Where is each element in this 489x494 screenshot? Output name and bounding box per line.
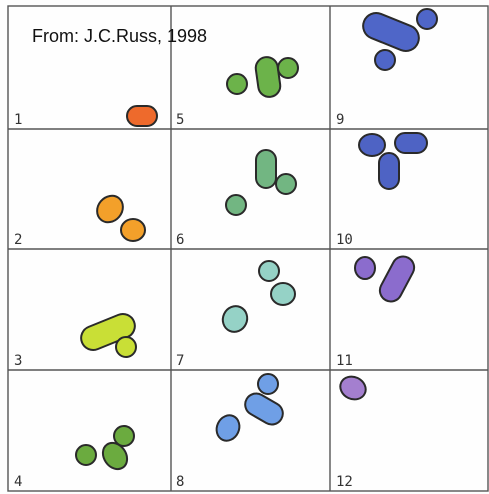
frame-label-1: 1: [14, 112, 22, 128]
frame-7: 7: [176, 260, 296, 369]
particle-9a: [362, 12, 420, 52]
particle-5c: [277, 57, 299, 79]
frame-label-6: 6: [176, 232, 184, 248]
particle-6b: [275, 173, 297, 195]
particle-11a: [354, 256, 376, 280]
particle-5b: [254, 56, 282, 98]
frame-label-9: 9: [336, 112, 344, 128]
particle-9b: [416, 8, 438, 30]
particle-10a: [358, 133, 386, 157]
particle-4c: [113, 425, 135, 447]
frame-grid: [7, 5, 489, 492]
particle-7b: [270, 282, 296, 306]
frame-label-4: 4: [14, 474, 22, 490]
frame-5: 5: [176, 56, 299, 128]
particle-3b: [115, 336, 137, 358]
frame-label-10: 10: [336, 232, 353, 248]
frame-12: 12: [336, 375, 367, 490]
particle-6a: [255, 149, 277, 189]
particle-7a: [258, 260, 280, 282]
frame-4: 4: [14, 425, 135, 490]
frame-11: 11: [336, 255, 416, 369]
particle-2a: [96, 194, 124, 224]
frame-label-12: 12: [336, 474, 353, 490]
frame-1: 1: [14, 105, 158, 128]
particle-11b: [378, 255, 416, 303]
particle-10b: [394, 132, 428, 154]
frame-6: 6: [176, 149, 297, 248]
particle-4a: [75, 444, 97, 466]
particle-8c: [215, 414, 241, 442]
particle-10c: [378, 152, 400, 190]
particle-9c: [374, 49, 396, 71]
frame-8: 8: [176, 373, 284, 490]
particle-8b: [244, 392, 284, 426]
frame-label-2: 2: [14, 232, 22, 248]
frame-10: 10: [336, 132, 428, 248]
frame-label-8: 8: [176, 474, 184, 490]
particle-1a: [126, 105, 158, 127]
particle-2b: [120, 218, 146, 242]
particle-4b: [101, 441, 129, 471]
particle-8a: [257, 373, 279, 395]
frame-label-11: 11: [336, 353, 353, 369]
frame-label-5: 5: [176, 112, 184, 128]
particle-12a: [339, 375, 367, 401]
frame-9: 9: [336, 8, 438, 128]
particle-7c: [221, 305, 249, 333]
frame-label-3: 3: [14, 353, 22, 369]
frame-label-7: 7: [176, 353, 184, 369]
frame-2: 2: [14, 194, 146, 248]
frame-3: 3: [14, 313, 137, 369]
particle-3a: [80, 313, 136, 351]
particle-6c: [225, 194, 247, 216]
source-note: From: J.C.Russ, 1998: [32, 26, 207, 46]
particle-5a: [226, 73, 248, 95]
